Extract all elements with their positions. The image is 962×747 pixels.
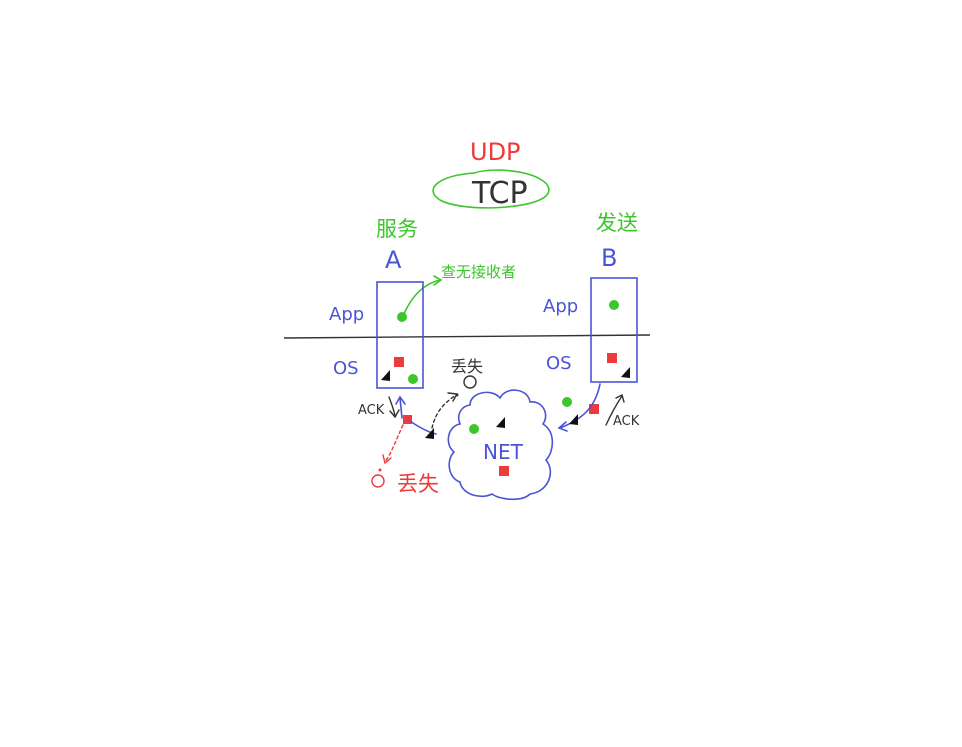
node-a-app-green-packet — [397, 312, 407, 322]
lost-black-dot — [455, 393, 459, 397]
node-b-os-black-packet — [621, 367, 630, 378]
node-b-name-label: B — [601, 244, 617, 272]
node-b-ack-line — [605, 395, 623, 426]
lost-red-label: 丢失 — [397, 472, 439, 496]
app-os-divider — [283, 334, 651, 339]
net-label: NET — [483, 440, 524, 464]
b-out-black-packet — [569, 414, 578, 425]
node-a-os-red-packet — [394, 357, 404, 367]
node-a-ack-in-arrowhead — [389, 409, 400, 419]
node-b-os-label: OS — [546, 353, 572, 374]
node-a-os-label: OS — [333, 358, 359, 379]
wire-black-packet — [425, 428, 434, 439]
lost-red-arrowhead — [382, 454, 392, 465]
lost-black-label: 丢失 — [451, 357, 483, 376]
node-a-os-black-packet — [381, 370, 390, 381]
node-a-ack-up-line — [399, 397, 403, 419]
node-b-ack-label: ACK — [613, 414, 640, 429]
net-cloud — [447, 389, 554, 501]
lost-black-dotted-path — [431, 394, 457, 429]
wire-red-packet — [403, 415, 412, 424]
node-a-box — [376, 281, 424, 389]
lost-black-circle — [463, 375, 477, 389]
node-a-ack-in-line — [388, 396, 396, 417]
node-a-role-label: 服务 — [376, 217, 418, 241]
tcp-label: TCP — [471, 176, 528, 211]
node-b-ack-arrowhead — [615, 393, 625, 403]
net-red-packet — [499, 466, 509, 476]
b-net-arrowhead — [557, 421, 568, 432]
lost-red-dot — [378, 468, 382, 472]
b-out-red-packet — [589, 404, 599, 414]
node-b-app-label: App — [543, 296, 578, 317]
net-black-packet — [496, 417, 505, 428]
no-receiver-note: 查无接收者 — [441, 263, 516, 281]
lost-red-circle — [371, 474, 385, 488]
node-b-role-label: 发送 — [596, 211, 638, 235]
node-a-name-label: A — [385, 246, 402, 274]
node-a-ack-label: ACK — [358, 403, 385, 418]
lost-red-dotted-path — [384, 424, 404, 463]
b-out-green-packet — [562, 397, 572, 407]
b-net-link — [559, 383, 601, 429]
node-b-os-red-packet — [607, 353, 617, 363]
no-receiver-arrow — [402, 279, 441, 317]
node-b-box — [590, 277, 638, 383]
tcp-highlight-ellipse — [432, 169, 550, 209]
node-a-ack-up-arrowhead — [395, 395, 406, 405]
net-green-packet — [469, 424, 479, 434]
udp-label: UDP — [470, 138, 521, 166]
no-receiver-arrowhead — [433, 275, 443, 286]
node-b-app-green-packet — [609, 300, 619, 310]
node-a-os-green-packet — [408, 374, 418, 384]
node-a-app-label: App — [329, 304, 364, 325]
